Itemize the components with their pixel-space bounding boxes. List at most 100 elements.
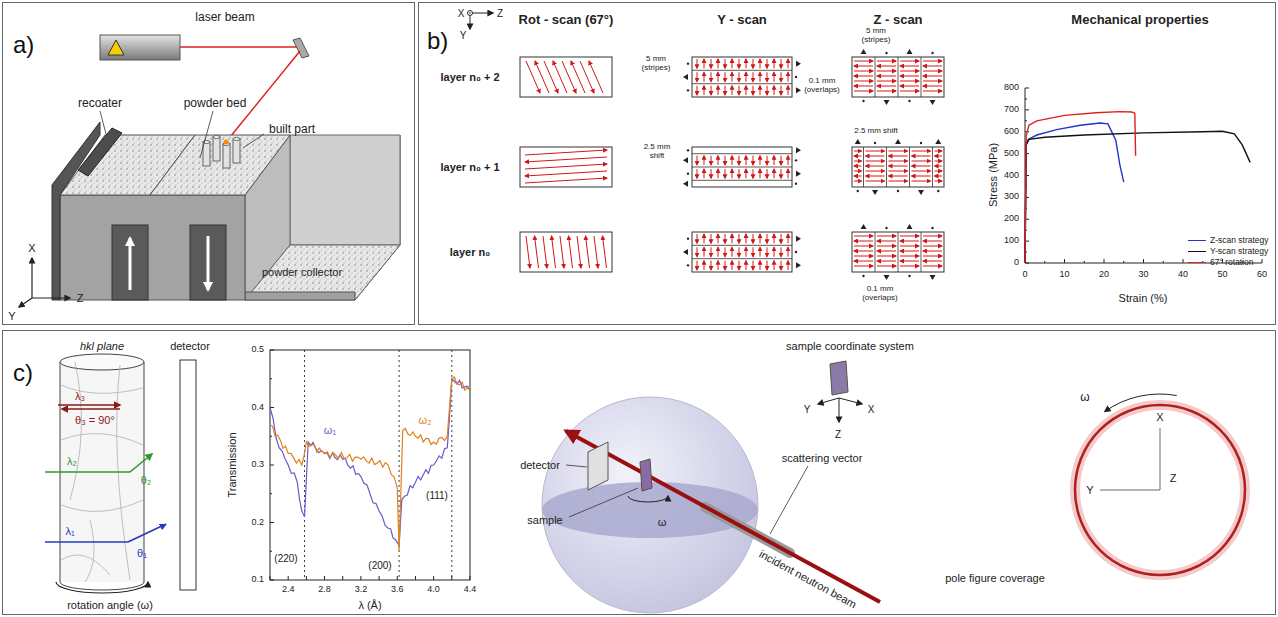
scan-vector [704,234,705,243]
figure-label: 50 [1217,270,1227,280]
scan-vector [577,236,581,268]
scan-vector [854,76,873,77]
scan-vector [767,234,768,243]
scan-vector [525,150,607,155]
neutron-beam [566,431,880,602]
figure-label: 5 mm (stripes) [636,55,676,73]
stripe-direction [683,249,688,255]
stripe-direction [855,139,861,144]
scan-vector [935,161,943,162]
scan-area [692,232,792,272]
scan-vector [900,91,919,92]
scan-vector [923,76,942,77]
scan-vector [732,234,733,243]
stripe-border [921,232,922,272]
scan-vector [704,59,705,68]
stripe-border [886,147,887,187]
piston [190,225,226,300]
axis-arrow [818,398,839,404]
scan-vector [781,72,782,81]
scan-vector [760,59,761,68]
grain-boundary [61,555,110,575]
figure-label: 200 [1004,214,1019,224]
leader-line [566,465,587,467]
scan-vector [923,261,942,262]
axis-arrow [32,297,70,298]
piston-arrow [207,236,210,290]
scan-vector [525,178,607,183]
scan-vector [560,236,564,268]
stress-strain-curve [1025,123,1124,263]
scan-vector [767,86,768,95]
scan-vector [912,156,931,157]
scan-vector [774,86,775,95]
scan-vector [788,59,789,68]
scan-vector [923,266,942,267]
scan-vector [923,66,942,67]
stripe-dot [857,190,859,192]
figure-label: 0.1 [251,575,264,585]
scan-vector [900,256,919,257]
scan-vector [760,234,761,243]
scan-vector [877,236,896,237]
pole-figure-circle [1075,405,1245,575]
legend-entry: 67° rotation [1188,257,1254,267]
legend-entry: Y-scan strategy [1188,246,1268,256]
leader-line [243,134,264,148]
figure-label: 0.2 [251,518,264,528]
scan-vector [854,181,862,182]
axis-tick [270,436,272,437]
figure-label: 3.2 [355,585,368,595]
scan-vector [603,236,607,268]
scan-vector [697,156,698,165]
figure-label: 2.4 [282,585,295,595]
scan-vector [697,247,698,256]
stripe-direction [796,61,801,67]
scan-vector [711,86,712,95]
figure-label: Y [1086,484,1093,496]
scan-vector [781,234,782,243]
stripe-border [692,153,792,154]
built-part [203,142,210,166]
stripe-direction [796,147,801,153]
axis-tick [415,576,416,580]
scan-vector [746,72,747,81]
scan-area [692,147,792,187]
scan-vector [900,261,919,262]
legend-entry: Z-scan strategy [1188,235,1269,245]
stress-strain-curve [1025,112,1136,263]
stripe-border [692,167,792,168]
scan-vector [739,261,740,270]
figure-label: (200) [368,560,391,571]
scan-vector [889,156,908,157]
scan-vector [781,169,782,178]
scan-vector [854,61,873,62]
scan-vector [544,61,558,93]
scan-vector [718,234,719,243]
panel-letter: a) [13,31,34,59]
stripe-dot [908,100,910,102]
scan-vector [753,156,754,165]
stripe-direction [872,190,878,195]
scan-vector [711,169,712,178]
scan-vector [854,91,873,92]
scan-vector [552,236,556,268]
scan-vector [732,156,733,165]
scan-vector [753,247,754,256]
built-part [213,136,220,139]
beam-arrow [62,408,120,410]
scan-vector [718,86,719,95]
scan-vector [704,247,705,256]
stripe-direction [895,139,901,144]
scan-vector [525,164,607,169]
stripe-dot [931,52,933,54]
piston [112,225,148,300]
scan-vector [746,169,747,178]
scan-vector [725,86,726,95]
scan-vector [877,61,896,62]
scan-vector [781,247,782,256]
warning-symbol [108,40,124,55]
scan-vector [923,251,942,252]
axis-arrow [473,13,493,14]
axis-arrow [839,398,840,422]
